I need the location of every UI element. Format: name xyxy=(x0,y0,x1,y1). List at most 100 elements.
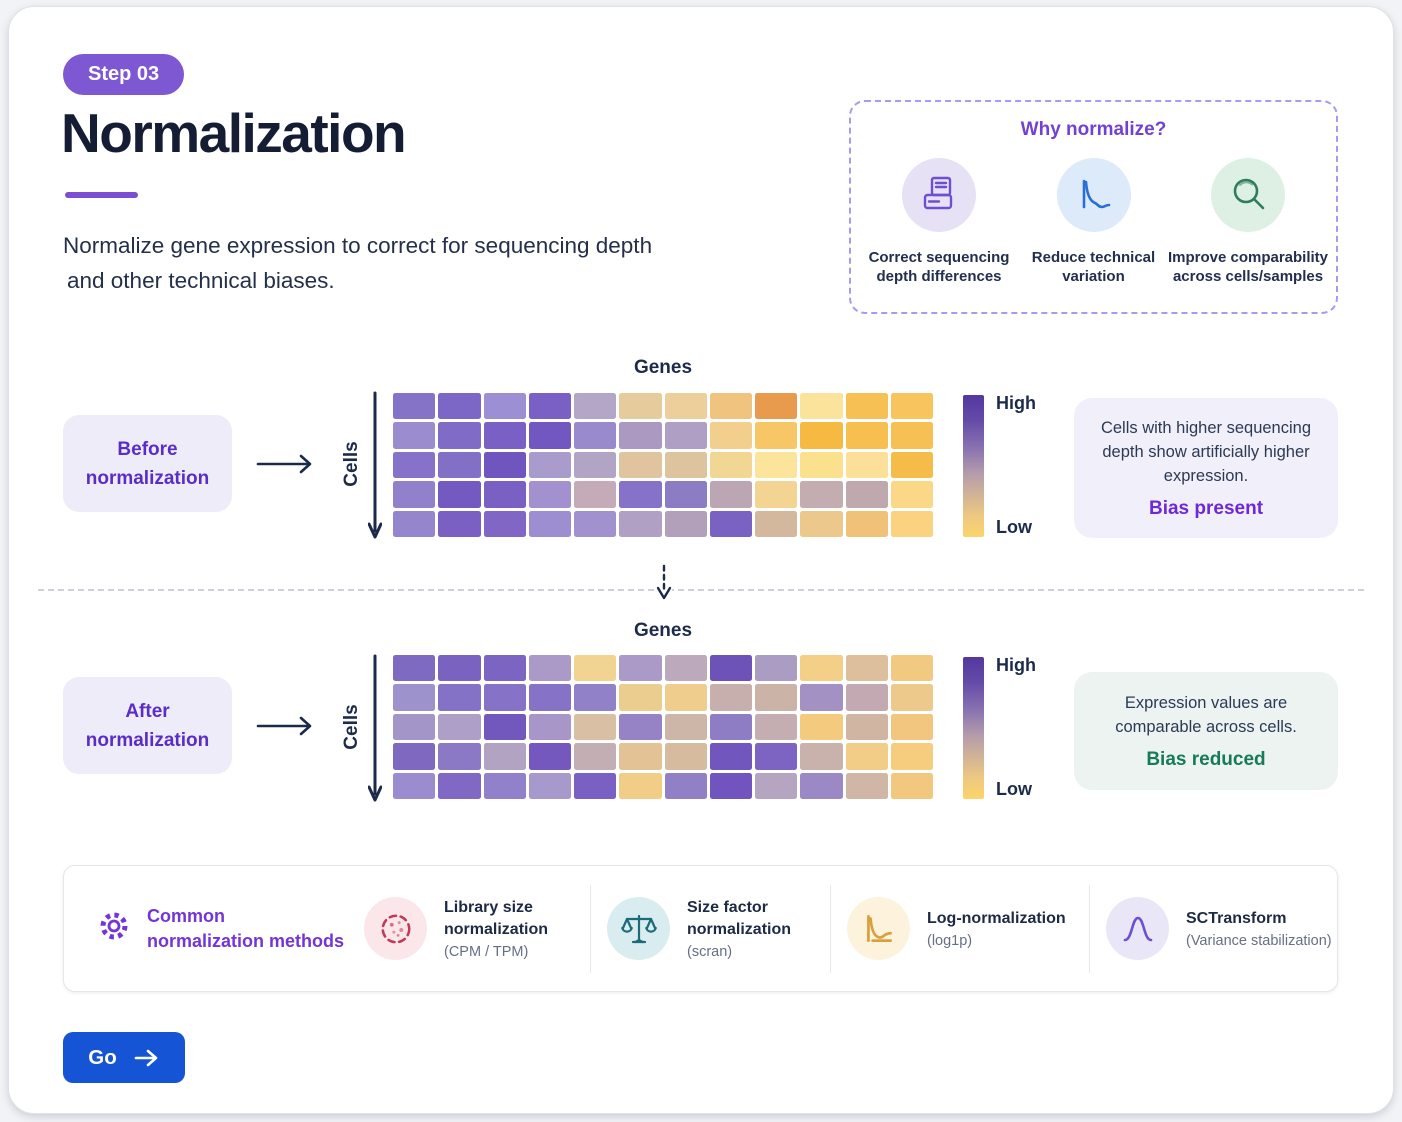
heatmap-cell xyxy=(890,772,933,799)
heatmap-cell xyxy=(709,422,752,449)
note-text: Expression values are comparable across … xyxy=(1115,694,1297,736)
note-text: Cells with higher sequencing depth show … xyxy=(1100,419,1312,485)
heatmap-cell xyxy=(483,772,526,799)
method-sublabel: (Variance stabilization) xyxy=(1186,933,1332,949)
heatmap-cell xyxy=(438,451,481,479)
heatmap-cell xyxy=(483,713,526,741)
method-sublabel: (CPM / TPM) xyxy=(444,944,529,960)
heatmap-cell xyxy=(709,713,752,741)
heatmap-cell xyxy=(619,422,662,449)
heatmap-cell xyxy=(483,743,526,770)
heatmap-cell xyxy=(664,451,707,479)
method-name: Log-normalization xyxy=(927,910,1066,927)
heatmap-cell xyxy=(574,451,617,479)
heatmap-cell xyxy=(483,422,526,449)
heatmap-cell xyxy=(393,713,436,741)
heatmap-cell xyxy=(438,684,481,711)
heatmap-cell xyxy=(800,743,843,770)
heatmap-cell xyxy=(528,655,571,682)
heatmap-cell xyxy=(755,451,798,479)
heatmap-cell xyxy=(528,713,571,741)
heatmap-cell xyxy=(890,481,933,508)
heatmap-cell xyxy=(845,655,888,682)
heatmap-cell xyxy=(890,684,933,711)
heatmap-cell xyxy=(890,713,933,741)
heatmap-cell xyxy=(664,393,707,420)
heatmap-cell xyxy=(438,713,481,741)
heatmap-cell xyxy=(438,393,481,420)
heatmap-cell xyxy=(755,772,798,799)
heatmap-cell xyxy=(483,684,526,711)
heatmap-cell xyxy=(438,422,481,449)
heatmap-cell xyxy=(574,772,617,799)
status-bias-present: Bias present xyxy=(1148,498,1264,519)
page-title: Normalization xyxy=(61,102,407,164)
heatmap-cell xyxy=(438,655,481,682)
heatmap-cell xyxy=(664,422,707,449)
scale-high-label: High xyxy=(996,393,1036,413)
sequencer-icon xyxy=(902,158,976,232)
go-button-label: Go xyxy=(88,1045,117,1069)
heatmap-cell xyxy=(438,481,481,508)
heatmap-cell xyxy=(528,684,571,711)
title-underline xyxy=(65,192,138,198)
method-divider xyxy=(590,884,591,973)
heatmap-cell xyxy=(845,451,888,479)
heatmap-cell xyxy=(709,510,752,537)
method-sublabel: (log1p) xyxy=(927,933,973,949)
go-button[interactable]: Go xyxy=(63,1032,185,1083)
heatmap-cell xyxy=(800,422,843,449)
heatmap-cell xyxy=(393,684,436,711)
heatmap-cell xyxy=(619,393,662,420)
heatmap-cell xyxy=(574,743,617,770)
section-divider xyxy=(38,589,1364,591)
heatmap-cell xyxy=(800,510,843,537)
heatmap-cell xyxy=(528,772,571,799)
scale-icon xyxy=(607,897,670,960)
heatmap-cell xyxy=(574,422,617,449)
method-name: Size factor normalization xyxy=(687,899,792,938)
heatmap-cell xyxy=(574,510,617,537)
heatmap-cell xyxy=(574,481,617,508)
cells-axis-arrow xyxy=(368,654,382,802)
heatmap-cell xyxy=(890,743,933,770)
heatmap-cell xyxy=(709,393,752,420)
heatmap-cell xyxy=(664,510,707,537)
heatmap-cell xyxy=(800,655,843,682)
divider-arrow-icon xyxy=(656,564,672,604)
scale-high-label: High xyxy=(996,655,1036,675)
heatmap-cell xyxy=(845,772,888,799)
heatmap-cell xyxy=(709,655,752,682)
heatmap-cell xyxy=(755,684,798,711)
scale-low-label: Low xyxy=(996,779,1032,799)
heatmap-cell xyxy=(800,684,843,711)
heatmap-cell xyxy=(800,772,843,799)
heatmap-cell xyxy=(664,684,707,711)
heatmap-cell xyxy=(528,743,571,770)
heatmap-cell xyxy=(619,510,662,537)
heatmap-cell xyxy=(393,655,436,682)
scale-low-label: Low xyxy=(996,517,1032,537)
heatmap-cell xyxy=(619,655,662,682)
heatmap-cell xyxy=(800,393,843,420)
heatmap-cell xyxy=(890,393,933,420)
heatmap-cell xyxy=(393,743,436,770)
heatmap-cell xyxy=(619,772,662,799)
heatmap-cell xyxy=(483,451,526,479)
heatmap-cell xyxy=(709,743,752,770)
method-size-factor: Size factor normalization (scran) xyxy=(607,897,814,960)
cell-icon xyxy=(364,897,427,960)
method-sublabel: (scran) xyxy=(687,944,733,960)
heatmap-cell xyxy=(755,743,798,770)
subtitle-line: and other technical biases. xyxy=(67,268,335,293)
heatmap-cell xyxy=(709,481,752,508)
log-curve-icon xyxy=(847,897,910,960)
note-box-before: Cells with higher sequencing depth show … xyxy=(1074,398,1338,538)
heatmap-cell xyxy=(845,684,888,711)
gear-icon xyxy=(96,908,132,949)
